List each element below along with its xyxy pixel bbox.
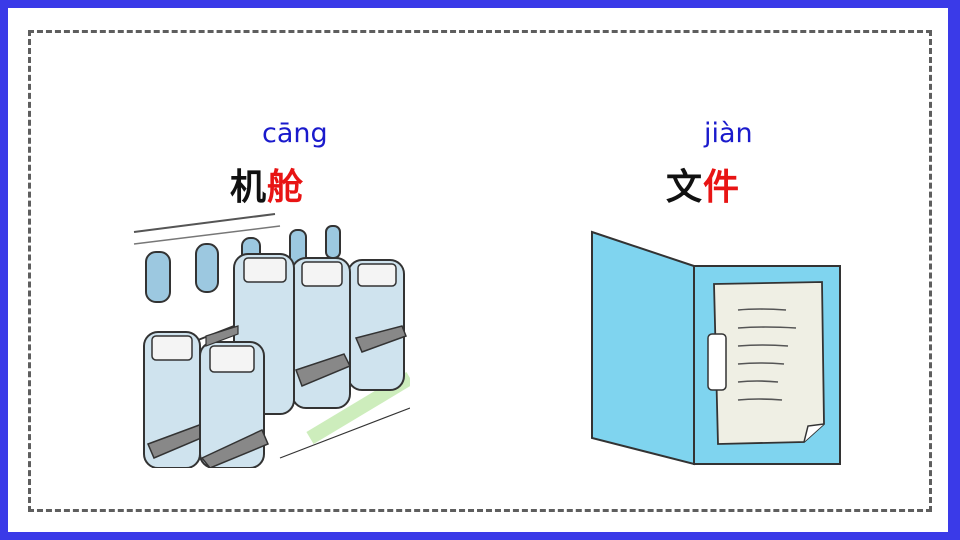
- word-1-hanzi: 机舱: [230, 158, 304, 210]
- word-1-char-plain: 机: [230, 167, 268, 208]
- document-folder-illustration: [591, 230, 841, 466]
- word-2-char-highlight: 件: [703, 167, 741, 208]
- word-1-pinyin: cāng: [262, 118, 328, 149]
- word-2-char-plain: 文: [666, 167, 704, 208]
- word-1-char-highlight: 舱: [267, 167, 305, 208]
- dashed-border: [28, 30, 932, 512]
- airplane-cabin-illustration: [133, 213, 410, 468]
- word-2-pinyin: jiàn: [704, 118, 753, 149]
- word-2-hanzi: 文件: [666, 158, 740, 210]
- slide: cāng 机舱 jiàn 文件: [8, 8, 948, 532]
